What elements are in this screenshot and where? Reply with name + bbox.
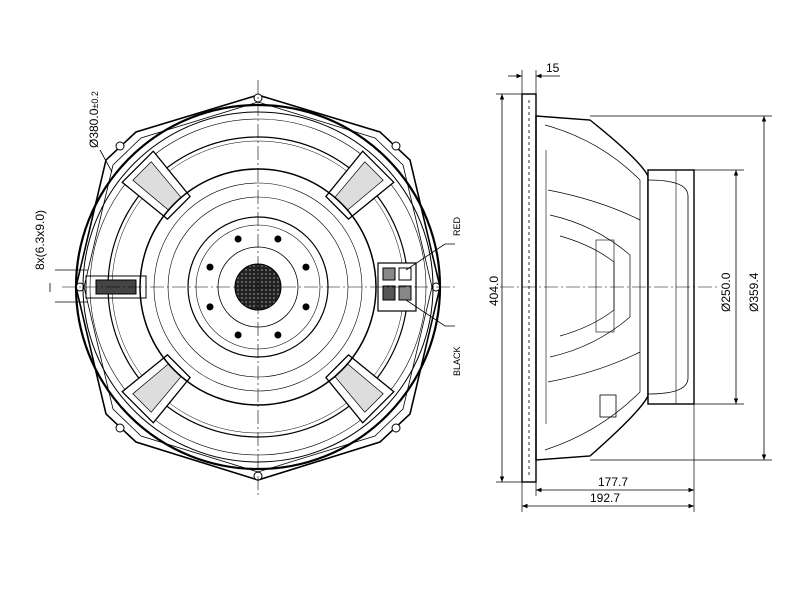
bolt	[302, 303, 310, 311]
total-depth-label: 192.7	[590, 491, 620, 505]
magnet-bolts	[206, 235, 310, 339]
mounting-hole	[391, 141, 401, 151]
terminal-black-label: BLACK	[452, 346, 462, 376]
basket-spokes	[121, 150, 395, 424]
overall-height-label: 404.0	[487, 276, 501, 306]
bolt	[206, 263, 214, 271]
bolt	[234, 331, 242, 339]
side-view: 15 404.0 Ø250.0 Ø359.4 177.7 192.7	[487, 61, 772, 512]
mounting-holes-label: 8x(6.3x9.0)	[33, 210, 47, 270]
outer-diameter-label: Ø380.0±0.2	[87, 91, 101, 148]
depth-to-magnet-label: 177.7	[598, 475, 628, 489]
bolt	[274, 235, 282, 243]
mounting-hole	[115, 423, 125, 433]
terminal-red-label: RED	[452, 216, 462, 236]
bolt	[206, 303, 214, 311]
basket-profile	[535, 115, 649, 461]
bolt	[274, 331, 282, 339]
magnet-diameter-label: Ø250.0	[719, 272, 733, 312]
bolt	[234, 235, 242, 243]
basket-diameter-label: Ø359.4	[747, 272, 761, 312]
mounting-hole	[391, 423, 401, 433]
bolt	[302, 263, 310, 271]
flange-thickness-label: 15	[546, 61, 560, 75]
front-view: Ø380.0±0.2 8x(6.3x9.0) RED BLACK	[33, 80, 462, 495]
mounting-hole	[115, 141, 125, 151]
mounting-holes	[75, 93, 441, 481]
